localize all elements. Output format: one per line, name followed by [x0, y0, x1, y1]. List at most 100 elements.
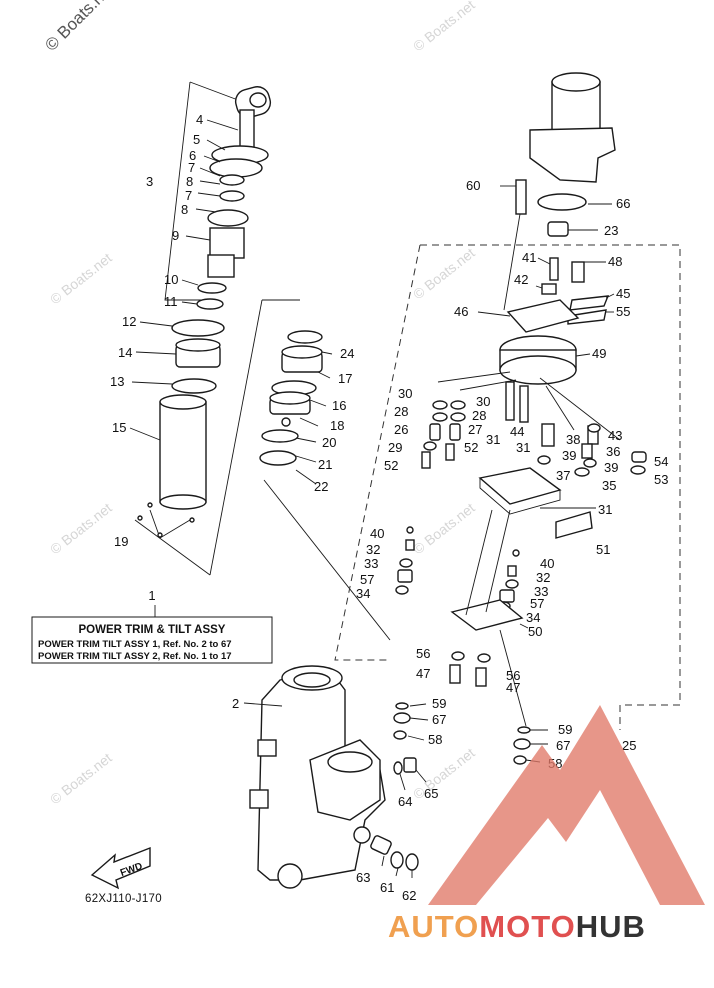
- callout-52b: 52: [384, 458, 398, 473]
- callout-31a: 31: [486, 432, 500, 447]
- callout-32a: 32: [366, 542, 380, 557]
- callout-59b: 59: [558, 722, 572, 737]
- callout-23: 23: [604, 223, 618, 238]
- callout-30a: 30: [398, 386, 412, 401]
- logo-auto: AUTO: [388, 909, 479, 944]
- svg-text:© Boats.net: © Boats.net: [410, 0, 478, 54]
- callout-4: 4: [196, 112, 203, 127]
- watermark-corner: © Boats.net: [41, 0, 118, 55]
- callout-39a: 39: [562, 448, 576, 463]
- callout-34a: 34: [356, 586, 370, 601]
- callout-40b: 40: [540, 556, 554, 571]
- reference-number: 1: [148, 588, 155, 603]
- callout-35: 35: [602, 478, 616, 493]
- svg-text:© Boats.net: © Boats.net: [410, 500, 478, 558]
- callout-44: 44: [510, 424, 524, 439]
- callout-10: 10: [164, 272, 178, 287]
- callout-32b: 32: [536, 570, 550, 585]
- callout-12: 12: [122, 314, 136, 329]
- trim-tilt-housing: [243, 665, 427, 889]
- callout-13: 13: [110, 374, 124, 389]
- reference-row-2: POWER TRIM TILT ASSY 2, Ref. No. 1 to 17: [38, 651, 232, 662]
- trim-cylinder-parts: [209, 299, 391, 641]
- svg-text:© Boats.net: © Boats.net: [47, 750, 115, 808]
- callout-64: 64: [398, 794, 412, 809]
- svg-text:© Boats.net: © Boats.net: [47, 500, 115, 558]
- logo-hub: HUB: [576, 909, 646, 944]
- callout-28a: 28: [394, 404, 408, 419]
- callout-67a: 67: [432, 712, 446, 727]
- callout-60: 60: [466, 178, 480, 193]
- callout-33a: 33: [364, 556, 378, 571]
- reference-row-1: POWER TRIM TILT ASSY 1, Ref. No. 2 to 67: [38, 639, 232, 650]
- callout-57b: 57: [530, 596, 544, 611]
- callout-53: 53: [654, 472, 668, 487]
- callout-56b: 56: [506, 668, 520, 683]
- callout-52a: 52: [464, 440, 478, 455]
- callout-11: 11: [164, 294, 178, 309]
- callout-15: 15: [112, 420, 126, 435]
- motor-pump-parts: [334, 72, 681, 765]
- callout-41: 41: [522, 250, 536, 265]
- callout-7b: 7: [185, 188, 192, 203]
- callout-22: 22: [314, 479, 328, 494]
- callout-33b: 33: [534, 584, 548, 599]
- callout-6: 6: [189, 148, 196, 163]
- callout-50: 50: [528, 624, 542, 639]
- callout-5: 5: [193, 132, 200, 147]
- callout-57a: 57: [360, 572, 374, 587]
- watermark-repeats: © Boats.net © Boats.net © Boats.net © Bo…: [47, 0, 478, 807]
- svg-text:AUTOMOTOHUB: AUTOMOTOHUB: [388, 909, 646, 944]
- callout-55: 55: [616, 304, 630, 319]
- callout-2: 2: [232, 696, 239, 711]
- reference-box-title: POWER TRIM & TILT ASSY: [79, 624, 226, 636]
- fwd-arrow: FWD: [90, 846, 151, 890]
- callout-58a: 58: [428, 732, 442, 747]
- callout-66: 66: [616, 196, 630, 211]
- callout-37: 37: [556, 468, 570, 483]
- svg-text:© Boats.net: © Boats.net: [410, 745, 478, 803]
- callout-27: 27: [468, 422, 482, 437]
- callout-67b: 67: [556, 738, 570, 753]
- callout-46: 46: [454, 304, 468, 319]
- callout-numbers: 2 3 4 5 6 7 8 7 8 9 10 11 12 14 13 15 19…: [110, 112, 668, 903]
- callout-56a: 56: [416, 646, 430, 661]
- callout-43: 43: [608, 428, 622, 443]
- callout-24: 24: [340, 346, 354, 361]
- logo-moto: MOTO: [479, 909, 575, 944]
- callout-31c: 31: [598, 502, 612, 517]
- callout-62: 62: [402, 888, 416, 903]
- automotohub-logo: AUTOMOTOHUB: [388, 705, 705, 944]
- reference-box: POWER TRIM & TILT ASSY POWER TRIM TILT A…: [31, 588, 273, 664]
- callout-59a: 59: [432, 696, 446, 711]
- callout-42: 42: [514, 272, 528, 287]
- callout-61: 61: [380, 880, 394, 895]
- callout-21: 21: [318, 457, 332, 472]
- callout-3: 3: [146, 174, 153, 189]
- callout-20: 20: [322, 435, 336, 450]
- svg-text:© Boats.net: © Boats.net: [410, 245, 478, 303]
- diagram-code: 62XJ110-J170: [85, 893, 162, 905]
- callout-16: 16: [332, 398, 346, 413]
- callout-29: 29: [388, 440, 402, 455]
- callout-26: 26: [394, 422, 408, 437]
- callout-48: 48: [608, 254, 622, 269]
- callout-54: 54: [654, 454, 668, 469]
- callout-9: 9: [172, 228, 179, 243]
- callout-36: 36: [606, 444, 620, 459]
- callout-28b: 28: [472, 408, 486, 423]
- svg-text:© Boats.net: © Boats.net: [47, 250, 115, 308]
- callout-30b: 30: [476, 394, 490, 409]
- callout-18: 18: [330, 418, 344, 433]
- callout-31b: 31: [516, 440, 530, 455]
- callout-7a: 7: [188, 160, 195, 175]
- callout-25: 25: [622, 738, 636, 753]
- callout-8b: 8: [181, 202, 188, 217]
- callout-47b: 47: [506, 680, 520, 695]
- callout-34b: 34: [526, 610, 540, 625]
- callout-17: 17: [338, 371, 352, 386]
- callout-40a: 40: [370, 526, 384, 541]
- callout-38: 38: [566, 432, 580, 447]
- callout-65: 65: [424, 786, 438, 801]
